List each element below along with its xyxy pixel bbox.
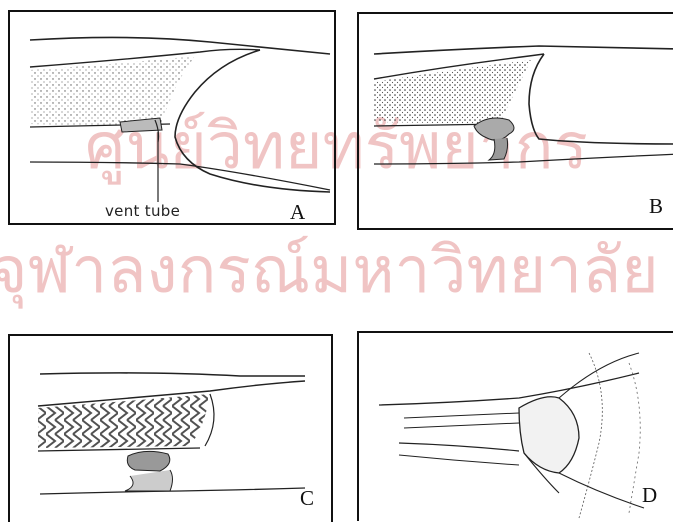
fish-tail-illustration-d xyxy=(359,333,673,521)
fish-vent-illustration-a xyxy=(10,12,336,225)
panel-a-label: A xyxy=(290,200,305,225)
panel-b-label: B xyxy=(649,194,663,219)
panel-a: vent tube A xyxy=(8,10,336,225)
panel-c-label: C xyxy=(300,486,314,511)
panel-d: D xyxy=(357,331,673,521)
panel-d-label: D xyxy=(642,483,657,508)
watermark-line-2: จุฬาลงกรณ์มหาวิทยาลัย xyxy=(0,234,659,309)
panel-c: C xyxy=(8,334,333,522)
fish-vent-illustration-b xyxy=(359,14,673,230)
fish-vent-illustration-c xyxy=(10,336,333,522)
panel-b: B xyxy=(357,12,673,230)
vent-tube-label: vent tube xyxy=(105,202,180,220)
